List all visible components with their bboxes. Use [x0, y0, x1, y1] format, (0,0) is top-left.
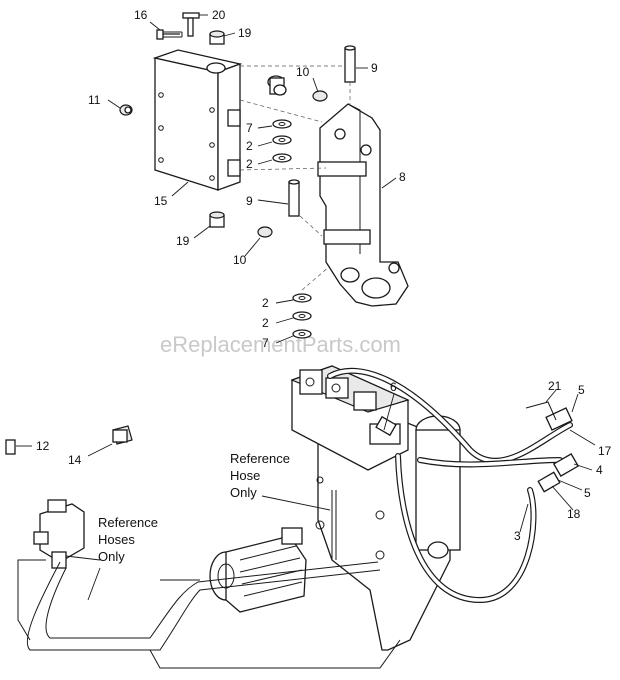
reference-hose-note: Reference Hose Only [230, 451, 290, 500]
reference-hose-line-1: Reference [230, 451, 290, 466]
callout-7-bottom: 7 [262, 336, 269, 350]
control-valve-part [290, 365, 410, 471]
assembly-lines [239, 65, 351, 291]
callout-11: 11 [88, 93, 101, 107]
callout-10-top: 10 [296, 65, 310, 79]
callout-5-bottom: 5 [584, 486, 591, 500]
callout-2-b: 2 [246, 157, 253, 171]
callout-17: 17 [598, 444, 612, 458]
callout-2-d: 2 [262, 316, 269, 330]
joystick-valve-part [33, 499, 85, 569]
callout-21: 21 [548, 379, 562, 393]
callout-12: 12 [36, 439, 50, 453]
mounting-plate-part [152, 49, 243, 191]
callout-14: 14 [68, 453, 82, 467]
callout-10-bottom: 10 [233, 253, 247, 267]
hose-routing [17, 367, 573, 669]
connector-part [112, 425, 133, 445]
callout-2-c: 2 [262, 296, 269, 310]
pin-top-part [344, 45, 356, 83]
callout-7-top: 7 [246, 121, 253, 135]
fitting-part [267, 75, 287, 96]
small-clip-part [5, 439, 16, 455]
callout-2-a: 2 [246, 139, 253, 153]
reference-hoses-line-3: Only [98, 549, 125, 564]
reference-hose-line-2: Hose [230, 468, 260, 483]
plug-part [119, 104, 133, 116]
callout-9-top: 9 [371, 61, 378, 75]
clip-bottom-part [257, 226, 273, 238]
leader-lines [16, 14, 596, 601]
reference-hoses-line-2: Hoses [98, 532, 135, 547]
reference-hoses-note: Reference Hoses Only [98, 515, 158, 564]
callout-15: 15 [154, 194, 168, 208]
frame-tower-part [315, 415, 461, 651]
hydraulic-pump-part [209, 527, 307, 613]
callout-9-bottom: 9 [246, 194, 253, 208]
callout-3: 3 [514, 529, 521, 543]
reference-hoses-line-1: Reference [98, 515, 158, 530]
reference-hose-line-3: Only [230, 485, 257, 500]
t-pin-part [182, 12, 200, 37]
callout-5-top: 5 [578, 383, 585, 397]
bushing-bottom-part [209, 211, 225, 228]
pin-bottom-part [288, 179, 300, 217]
washer-stack-upper [272, 119, 292, 163]
callout-19-bottom: 19 [176, 234, 190, 248]
callout-8: 8 [399, 170, 406, 184]
clip-top-part [312, 90, 328, 102]
bushing-top-part [209, 30, 225, 45]
callout-4: 4 [596, 463, 603, 477]
callout-20: 20 [212, 8, 226, 22]
callout-18: 18 [567, 507, 581, 521]
callout-19-top: 19 [238, 26, 252, 40]
callout-labels: 16 20 19 10 9 11 7 2 2 8 15 9 19 10 2 2 … [36, 8, 612, 543]
pivot-bracket-part [317, 103, 409, 307]
callout-16: 16 [134, 8, 148, 22]
watermark: eReplacementParts.com [160, 332, 401, 357]
callout-6: 6 [390, 380, 397, 394]
bolt-part [156, 29, 183, 40]
right-fittings [375, 401, 580, 493]
washer-stack-lower [292, 293, 312, 339]
